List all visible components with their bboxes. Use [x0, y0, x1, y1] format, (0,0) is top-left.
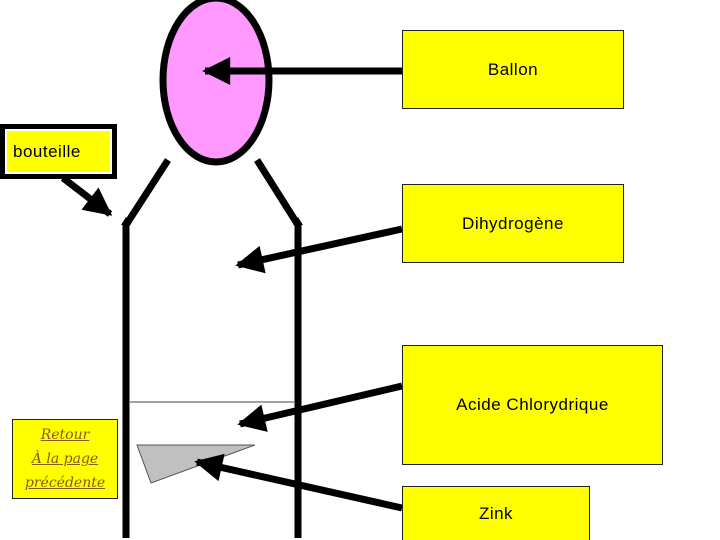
label-acide-text: Acide Chlorydrique [456, 395, 609, 414]
a-la-page-text: À la page [31, 451, 99, 467]
label-zink: Zink [402, 486, 590, 540]
zinc-piece [136, 444, 256, 484]
label-bouteille-text: bouteille [13, 141, 81, 161]
label-ballon: Ballon [402, 30, 624, 109]
arrow-dihydrogene [235, 225, 403, 274]
bottle-left-shoulder-tip [121, 217, 131, 225]
retour-text: Retour [40, 427, 90, 443]
label-bouteille: bouteille [0, 124, 117, 179]
precedente-text: précédente [24, 475, 106, 491]
label-zink-text: Zink [478, 504, 514, 523]
bottle-outline [122, 158, 302, 538]
arrow-bouteille [60, 175, 113, 217]
back-to-previous-page-link[interactable]: Retour À la page précédente [12, 419, 118, 499]
arrow-zink [194, 453, 403, 512]
label-ballon-text: Ballon [487, 59, 539, 79]
bottle-right-shoulder-tip [293, 217, 303, 225]
label-dihydrogene-text: Dihydrogène [462, 213, 564, 233]
arrow-acide [237, 382, 403, 432]
balloon-shape [159, 0, 273, 166]
label-acide-chlorydrique: Acide Chlorydrique [402, 345, 663, 465]
label-dihydrogene: Dihydrogène [402, 184, 624, 263]
